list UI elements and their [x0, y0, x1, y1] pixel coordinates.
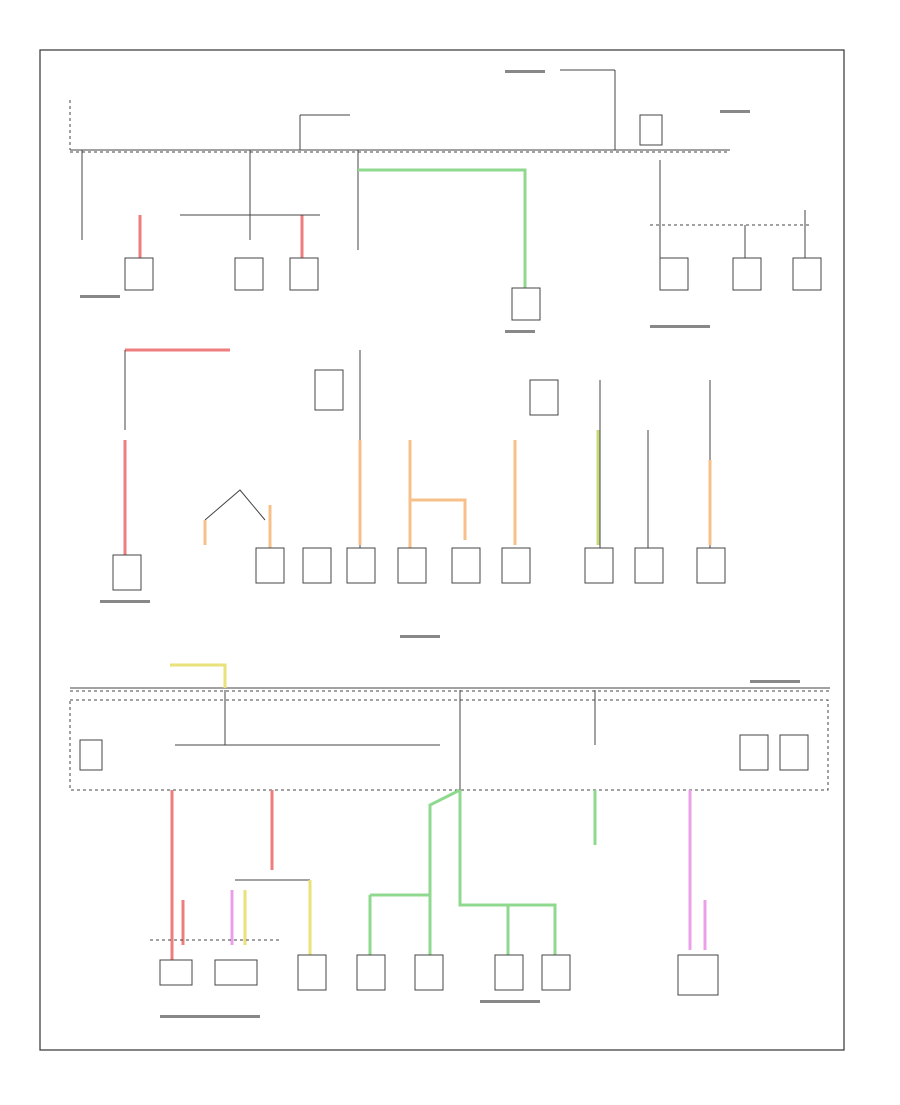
b-relay-right-1: [739, 734, 769, 771]
component-m3: [302, 547, 332, 584]
component-t1: [124, 257, 154, 291]
wire-yellow-bus-feed: [170, 663, 227, 688]
b-connector-2: [214, 959, 258, 986]
wire-green-b1: [428, 788, 461, 955]
wire-green-top: [358, 168, 527, 290]
component-m1: [112, 554, 142, 591]
component-b5: [541, 954, 571, 991]
component-t6: [732, 257, 762, 291]
b-connector-1: [159, 959, 193, 986]
wire-orange-m5: [410, 498, 467, 540]
top-right-fuse-box: [639, 114, 663, 146]
component-m9: [634, 547, 664, 584]
bottom-fuse-panel: [69, 699, 829, 791]
component-m7: [501, 547, 531, 584]
component-t3: [289, 257, 319, 291]
relay-m2: [529, 379, 559, 416]
b-relay-left: [79, 739, 103, 771]
diagram-border: [39, 49, 845, 1051]
illegible-labels: [80, 70, 800, 1018]
component-b4: [494, 954, 524, 991]
b-relay-right-2: [779, 734, 809, 771]
component-m4: [346, 547, 376, 584]
component-m10: [696, 547, 726, 584]
component-b1: [297, 954, 327, 991]
component-b6: [677, 954, 719, 996]
component-b3: [414, 954, 444, 991]
component-m5: [397, 547, 427, 584]
relay-m1: [314, 369, 344, 411]
component-b2: [356, 954, 386, 991]
component-m6: [451, 547, 481, 584]
component-m2: [255, 547, 285, 584]
component-t5: [659, 257, 689, 291]
component-t7: [792, 257, 822, 291]
component-m8: [584, 547, 614, 584]
component-t4: [511, 287, 541, 321]
component-t2: [234, 257, 264, 291]
mid-branch: [204, 489, 266, 521]
